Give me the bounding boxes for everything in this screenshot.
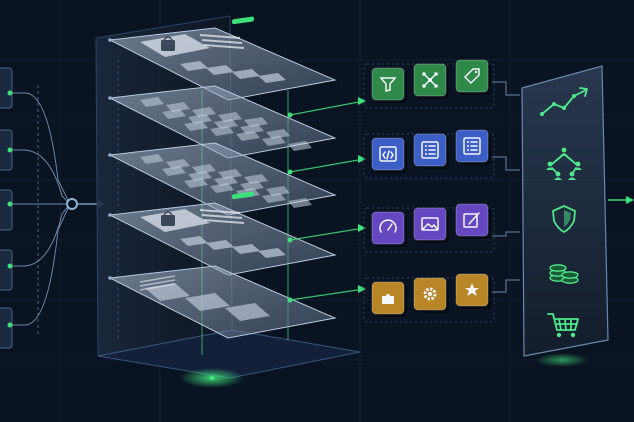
input-column xyxy=(0,67,39,349)
grid-tile xyxy=(140,97,164,107)
layer-arrow xyxy=(287,224,366,243)
filter-icon xyxy=(371,67,407,103)
grid-tile xyxy=(214,119,238,129)
text-card xyxy=(225,303,270,321)
list-icon xyxy=(413,133,449,169)
grid-tile xyxy=(236,131,260,141)
grid-tile xyxy=(192,164,216,174)
grid-tile xyxy=(262,193,286,203)
hub-node xyxy=(66,198,78,210)
layer-4 xyxy=(108,191,337,276)
layer-1 xyxy=(108,16,337,101)
grid-tile xyxy=(288,198,312,208)
layer-arrow xyxy=(287,285,366,303)
grid-tile xyxy=(266,129,290,139)
junction-dot xyxy=(7,263,13,269)
growth-chart-icon xyxy=(540,87,588,116)
shopping-bag-icon xyxy=(161,211,175,226)
grid-tile xyxy=(240,124,264,134)
grid-tile xyxy=(188,171,212,181)
cta-bar xyxy=(232,16,254,25)
text-card xyxy=(185,293,230,311)
layer-3 xyxy=(108,142,337,216)
grid-tile xyxy=(244,117,268,127)
input-block xyxy=(0,67,13,109)
layer-arrow xyxy=(287,155,366,175)
grid-tile xyxy=(262,136,286,146)
input-block xyxy=(0,307,13,349)
grid-tile xyxy=(184,121,208,131)
tag-icon xyxy=(455,59,491,95)
image-icon xyxy=(413,207,449,243)
grid-tile xyxy=(240,181,264,191)
shopping-bag-icon xyxy=(161,36,175,51)
grid-tile xyxy=(288,141,312,151)
grid-tile xyxy=(218,169,242,179)
shopping-cart-icon xyxy=(547,313,579,338)
icon-groups xyxy=(363,59,495,323)
input-block xyxy=(0,189,13,231)
grid-tile xyxy=(244,174,268,184)
icon-to-panel-connectors xyxy=(492,81,520,293)
layer-stack xyxy=(108,16,337,339)
layer-5 xyxy=(108,265,337,339)
cta-bar xyxy=(232,191,254,200)
star-icon xyxy=(455,273,491,309)
input-connectors xyxy=(7,90,71,328)
coins-icon xyxy=(549,264,579,284)
shield-icon xyxy=(552,205,576,233)
grid-tile xyxy=(188,114,212,124)
grid-tile xyxy=(162,166,186,176)
grid-tile xyxy=(210,126,234,136)
junction-dot xyxy=(7,322,13,328)
grid-tile xyxy=(210,183,234,193)
gauge-icon xyxy=(371,211,407,247)
grid-tile xyxy=(166,159,190,169)
grid-tile xyxy=(192,107,216,117)
layer-arrow xyxy=(287,97,366,118)
team-network-icon xyxy=(546,147,582,180)
grid-tile xyxy=(166,102,190,112)
icon-group-4 xyxy=(363,273,495,323)
icon-group-2 xyxy=(363,129,495,179)
grid-tile xyxy=(140,154,164,164)
gear-icon xyxy=(413,277,449,313)
network-icon xyxy=(413,63,449,99)
junction-dot xyxy=(7,147,13,153)
junction-dot xyxy=(7,90,13,96)
grid-tile xyxy=(266,186,290,196)
grid-tile xyxy=(218,112,242,122)
layer-to-icon-arrows xyxy=(287,97,366,303)
outcome-icons xyxy=(540,87,588,338)
icon-group-3 xyxy=(363,203,495,253)
icon-group-1 xyxy=(363,59,495,109)
edit-icon xyxy=(455,203,491,239)
grid-tile xyxy=(214,176,238,186)
grid-tile xyxy=(184,178,208,188)
list-icon xyxy=(455,129,491,165)
code-icon xyxy=(371,137,407,173)
junction-dot xyxy=(7,201,13,207)
input-block xyxy=(0,249,13,291)
grid-tile xyxy=(162,109,186,119)
puzzle-icon xyxy=(371,281,407,317)
layer-2 xyxy=(108,85,337,159)
